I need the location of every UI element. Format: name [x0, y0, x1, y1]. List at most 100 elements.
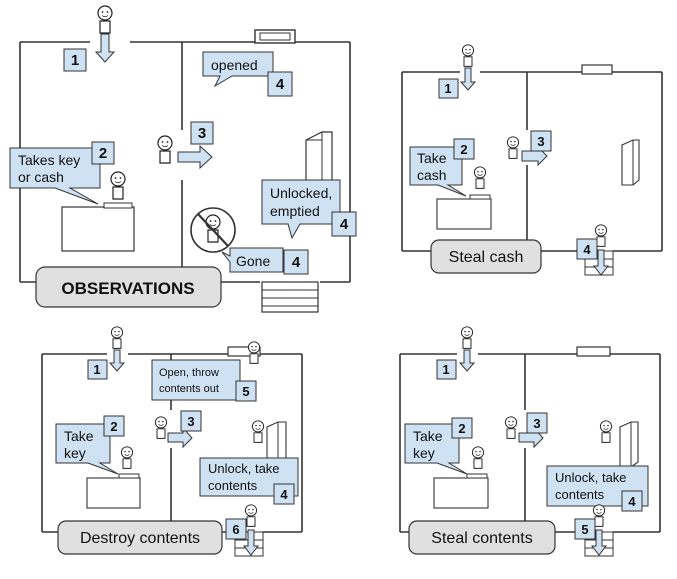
person-icon [461, 44, 475, 67]
right-arrow-icon [177, 144, 213, 170]
person-icon [110, 171, 126, 200]
step-number-desk: 2 [460, 142, 467, 157]
panel-label-box [57, 520, 223, 555]
step-number-exit: 6 [232, 522, 239, 537]
step-badge-window [235, 380, 257, 402]
window-icon [576, 346, 611, 357]
panel-steal-cash: 1 Take cash 2 3 4 Steal cash [401, 44, 663, 276]
speech-bubble-person [221, 247, 284, 273]
bubble-text-person: Gone [236, 253, 270, 269]
down-arrow-icon [108, 349, 126, 372]
person-icon [120, 446, 134, 469]
panel-observations: 1 Takes key or cash 2 3 opened 4 [9, 5, 357, 313]
step-number-window: 5 [242, 384, 249, 399]
step-badge-enter [436, 359, 457, 380]
bubble-text-safe: Unlock, take contents [208, 461, 283, 493]
person-icon [157, 135, 173, 164]
step-number-desk: 2 [99, 145, 107, 162]
step-number-move: 3 [533, 416, 540, 431]
step-badge-safe [273, 483, 295, 505]
safe-icon [619, 421, 639, 468]
step-number-safe: 4 [280, 487, 288, 502]
down-arrow-icon [592, 249, 610, 276]
step-number-desk: 2 [458, 421, 465, 436]
bubble-text-window: opened [211, 57, 258, 73]
person-icon [506, 136, 520, 159]
step-number-move: 3 [537, 134, 544, 149]
right-arrow-icon [167, 426, 193, 449]
down-arrow-icon [94, 33, 116, 63]
step-badge-enter [87, 359, 108, 380]
step-badge-move [180, 410, 202, 432]
panel-label: Destroy contents [80, 530, 200, 547]
bubble-text-desk: Take key [64, 428, 97, 461]
step-badge-safe [621, 490, 643, 512]
person-icon [599, 420, 613, 443]
window-icon [581, 64, 613, 75]
step-badge-desk [451, 417, 473, 439]
person-icon [473, 166, 487, 189]
speech-bubble-window [202, 51, 274, 88]
desk-icon [433, 473, 489, 509]
step-number-safe: 4 [628, 494, 636, 509]
panel-label: OBSERVATIONS [61, 279, 194, 298]
step-number-enter: 1 [71, 52, 79, 69]
step-number-enter: 1 [442, 362, 449, 377]
window-icon [227, 346, 261, 357]
step-number-exit: 4 [583, 242, 591, 257]
step-badge-move [190, 121, 214, 145]
down-arrow-icon [590, 529, 608, 556]
person-icon [244, 504, 258, 527]
bubble-text-window: Open, throw contents out [159, 367, 222, 395]
panel-destroy-contents: 1 Take key 2 3 Open, throw contents out … [41, 326, 303, 557]
panel-label: Steal cash [449, 249, 524, 266]
person-icon [251, 420, 265, 443]
step-number-enter: 1 [444, 81, 451, 96]
step-number-exit: 5 [581, 522, 588, 537]
panel-label-box [430, 239, 542, 274]
person-icon [471, 446, 485, 469]
step-badge-desk [453, 138, 475, 160]
down-arrow-icon [242, 529, 260, 556]
desk-icon [61, 202, 135, 252]
step-badge-safe [331, 211, 357, 237]
stairs-icon [261, 281, 319, 313]
panel-label-box [35, 266, 222, 308]
bubble-text-desk: Takes key or cash [18, 152, 84, 185]
step-badge-exit [574, 518, 596, 540]
speech-bubble-safe [261, 179, 341, 240]
step-number-enter: 1 [93, 362, 100, 377]
panel-steal-contents: 1 Take key 2 3 Unlock, take contents 4 [399, 326, 661, 557]
person-icon [460, 326, 474, 349]
person-icon [97, 5, 113, 34]
bubble-text-desk: Take key [413, 428, 446, 461]
step-number-move: 3 [187, 414, 194, 429]
down-arrow-icon [458, 349, 476, 372]
bubble-text-desk: Take cash [417, 150, 450, 183]
step-badge-exit [225, 518, 247, 540]
person-icon [504, 416, 518, 439]
step-number-move: 3 [198, 125, 206, 142]
step-number-desk: 2 [110, 419, 117, 434]
step-badge-enter [438, 78, 459, 99]
step-badge-desk [91, 141, 115, 165]
down-arrow-icon [459, 67, 477, 91]
bubble-text-safe: Unlocked, emptied [270, 185, 336, 219]
step-number-person: 4 [292, 254, 301, 271]
desk-icon [436, 194, 492, 230]
person-icon [154, 416, 168, 439]
desk-icon [86, 473, 141, 509]
step-badge-exit [576, 238, 598, 260]
step-badge-move [530, 130, 552, 152]
no-person-icon [190, 207, 236, 253]
step-badge-desk [103, 415, 125, 437]
step-badge-enter [63, 48, 87, 72]
panel-label-box [408, 520, 556, 555]
bubble-text-safe: Unlock, take contents [555, 470, 630, 502]
step-number-window: 4 [276, 76, 285, 93]
safe-icon [621, 139, 640, 186]
step-badge-move [526, 412, 548, 434]
step-badge-person [283, 249, 309, 275]
person-icon [110, 326, 124, 349]
